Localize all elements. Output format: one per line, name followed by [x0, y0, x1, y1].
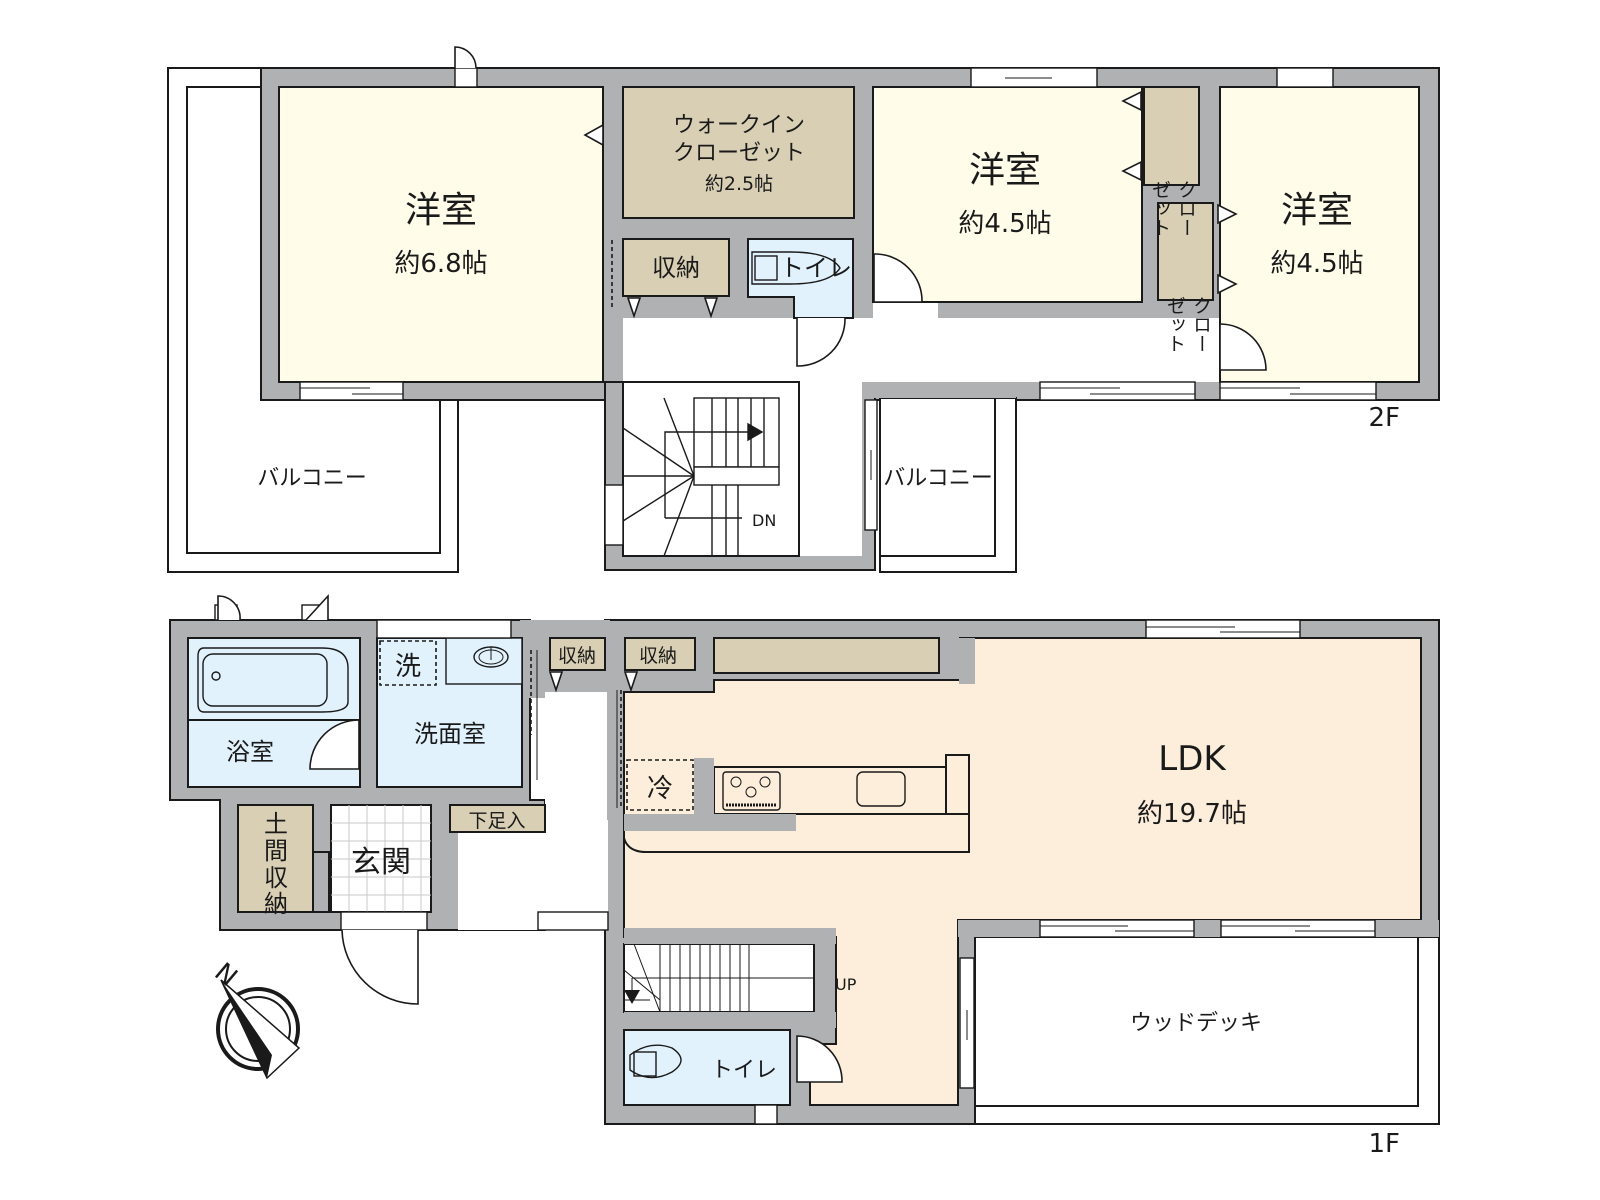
floor-1f — [169, 593, 1440, 1125]
room-closet-b — [1157, 202, 1214, 301]
label-washer: 洗 — [395, 652, 421, 682]
label-washroom: 洗面室 — [414, 720, 486, 748]
room-walk-in-closet — [622, 86, 855, 219]
floor-label-2f: 2F — [1369, 403, 1401, 433]
label-wood-deck: ウッドデッキ — [1130, 1011, 1262, 1036]
room-toilet-2f — [747, 238, 854, 319]
stairs-2f — [622, 397, 780, 557]
area-western-4-5-a: 約4.5帖 — [958, 209, 1051, 239]
room-storage-1f-a — [549, 637, 606, 671]
label-western-6-8: 洋室 — [405, 190, 477, 231]
label-toilet-2f: トイレ — [780, 254, 852, 282]
stairs-up-label: UP — [835, 975, 857, 994]
room-entrance — [312, 804, 432, 913]
room-western-4-5-b — [1219, 86, 1420, 383]
door-entrance — [341, 929, 419, 1005]
label-earthen-storage-3: 収 — [264, 864, 288, 892]
compass — [216, 979, 301, 1080]
balcony-right-inner — [879, 397, 996, 557]
floor-2f — [167, 46, 1440, 573]
label-fridge: 冷 — [647, 774, 673, 804]
room-shoe-storage — [449, 804, 546, 833]
label-entrance: 玄関 — [351, 845, 411, 880]
label-storage-1f-a: 収納 — [558, 645, 596, 667]
room-storage-1f-b — [624, 637, 696, 671]
label-closet-a-col1: クロー — [1175, 180, 1197, 237]
compass-north-label: N — [209, 957, 243, 992]
label-bathroom: 浴室 — [226, 738, 274, 766]
label-western-4-5-b: 洋室 — [1281, 190, 1353, 231]
label-earthen-storage-4: 納 — [264, 890, 288, 918]
kitchen-cabinet — [713, 637, 940, 674]
door-toilet-2f — [796, 317, 846, 367]
label-earthen-storage-1: 土 — [264, 810, 288, 838]
label-closet-a-col2: ゼット — [1149, 180, 1171, 237]
label-ldk: LDK — [1158, 739, 1227, 779]
area-ldk: 約19.7帖 — [1137, 799, 1247, 829]
door-toilet-1f — [796, 1035, 843, 1083]
door-western-4-5-a — [873, 253, 923, 303]
room-earthen-storage — [237, 804, 314, 913]
room-closet-a — [1143, 86, 1200, 186]
room-western-4-5-a — [872, 86, 1143, 303]
label-western-4-5-a: 洋室 — [969, 150, 1041, 191]
room-storage-2f — [622, 238, 730, 297]
label-earthen-storage-2: 間 — [264, 837, 288, 865]
label-balcony-left: バルコニー — [257, 466, 367, 491]
room-toilet-1f — [623, 1029, 791, 1106]
room-western-6-8 — [278, 86, 604, 383]
floor-label-1f: 1F — [1369, 1129, 1401, 1159]
label-closet-b-col1: クロー — [1190, 296, 1212, 353]
label-wic-line2: クローゼット — [673, 141, 805, 166]
label-storage-1f-b: 収納 — [639, 645, 677, 667]
label-balcony-right: バルコニー — [883, 466, 993, 491]
area-western-4-5-b: 約4.5帖 — [1270, 249, 1363, 279]
stairs-dn-label: DN — [752, 511, 776, 530]
label-closet-b-col2: ゼット — [1164, 296, 1186, 353]
door-western-4-5-b — [1219, 323, 1267, 371]
label-shoe-storage: 下足入 — [468, 810, 525, 832]
label-toilet-1f: トイレ — [711, 1058, 777, 1083]
stairs-1f — [623, 928, 836, 1028]
label-wic-line1: ウォークイン — [673, 113, 805, 138]
kitchen-counter — [713, 766, 970, 815]
label-storage-2f: 収納 — [652, 254, 700, 282]
area-western-6-8: 約6.8帖 — [394, 249, 487, 279]
area-wic: 約2.5帖 — [705, 173, 773, 195]
